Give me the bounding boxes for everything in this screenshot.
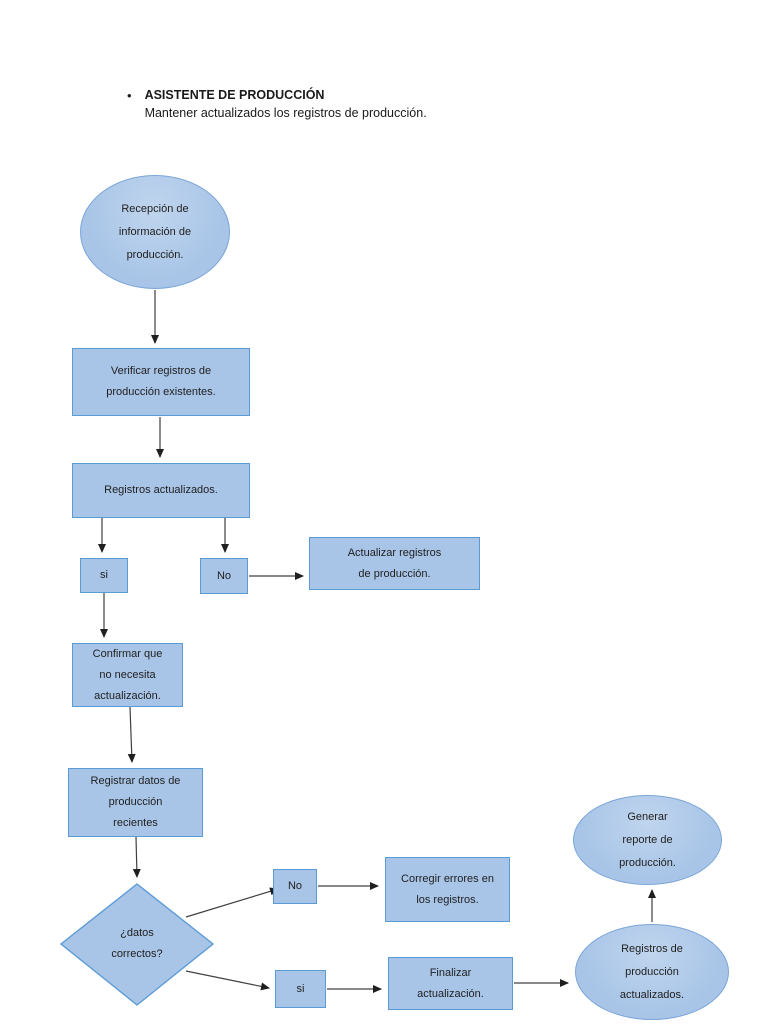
decision-diamond-shape [59, 883, 215, 1006]
node-update: Actualizar registros de producción. [309, 537, 480, 590]
node-start: Recepción de información de producción. [80, 175, 230, 289]
node-updated-records: Registros de producción actualizados. [575, 924, 729, 1020]
node-confirm: Confirmar que no necesita actualización. [72, 643, 183, 707]
node-record: Registrar datos de producción recientes [68, 768, 203, 837]
bullet-marker: • [127, 88, 132, 103]
node-no1: No [200, 558, 248, 594]
connector-confirm-to-record [127, 706, 136, 763]
node-no2: No [273, 869, 317, 904]
node-report: Generar reporte de producción. [573, 795, 722, 885]
node-yes2: si [275, 970, 326, 1008]
node-verify: Verificar registros de producción existe… [72, 348, 250, 416]
node-updated: Registros actualizados. [72, 463, 250, 518]
header-text: ASISTENTE DE PRODUCCIÓN Mantener actuali… [145, 87, 427, 121]
node-decision: ¿datos correctos? [111, 927, 163, 960]
section-subtitle: Mantener actualizados los registros de p… [144, 106, 427, 120]
connector-decision-to-no2 [185, 887, 279, 918]
section-title: ASISTENTE DE PRODUCCIÓN [144, 88, 325, 102]
node-finish: Finalizar actualización. [388, 957, 513, 1010]
node-fix: Corregir errores en los registros. [385, 857, 510, 922]
node-yes1: si [80, 558, 128, 593]
connector-record-to-decision [132, 836, 141, 878]
bullet-list-item: • ASISTENTE DE PRODUCCIÓN Mantener actua… [127, 87, 427, 121]
connector-decision-to-yes2 [185, 970, 270, 991]
